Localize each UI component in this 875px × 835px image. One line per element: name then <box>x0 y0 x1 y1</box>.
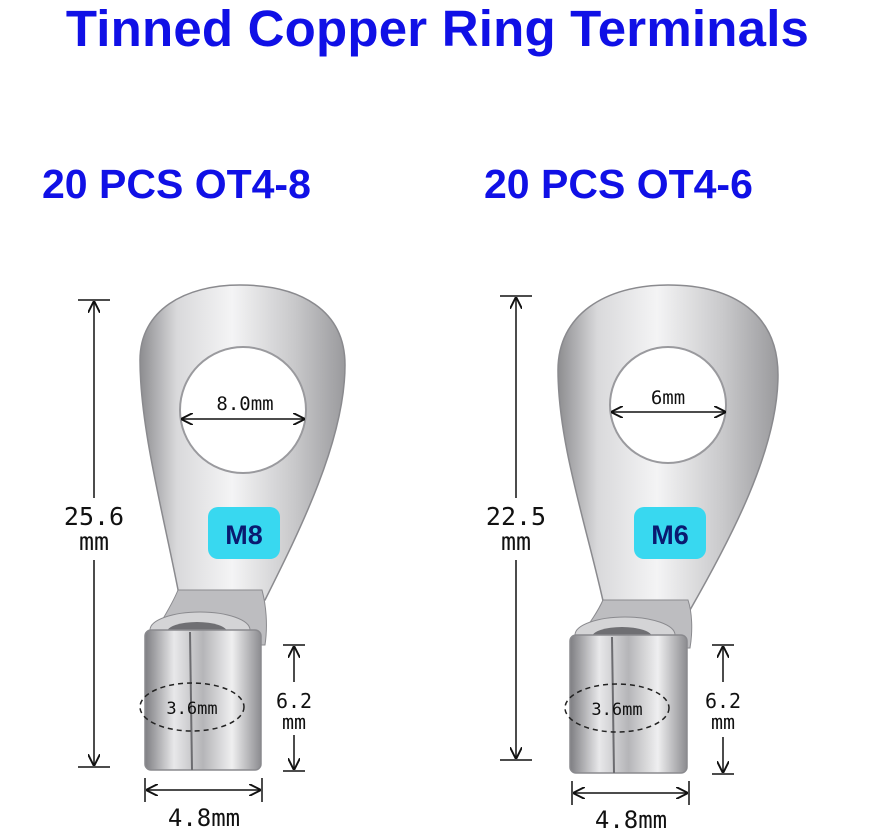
ring-hole-left <box>179 346 307 474</box>
length-value: 22.5 <box>486 502 546 531</box>
barrel-inner-marker <box>139 682 245 732</box>
size-badge-label: M8 <box>225 520 263 550</box>
size-badge-label: M6 <box>651 520 689 550</box>
hole-diameter-label: 6mm <box>651 387 685 409</box>
product-heading-ot4-6: 20 PCS OT4-6 <box>484 161 753 207</box>
barrel-length-value: 6.2 <box>705 689 741 713</box>
barrel-inner-label: 3.6mm <box>166 699 217 719</box>
ring-hole-right <box>609 346 727 464</box>
terminal-ot4-6: M6 6mm 22.5 mm 3.6mm 6.2 mm 4.8mm <box>486 284 779 834</box>
barrel-left <box>144 629 262 771</box>
barrel-width-label: 4.8mm <box>168 804 240 832</box>
product-heading-ot4-8: 20 PCS OT4-8 <box>42 161 311 207</box>
hole-diameter-label: 8.0mm <box>216 393 273 415</box>
size-badge-m8 <box>208 507 280 559</box>
barrel-length-unit: mm <box>282 710 306 734</box>
barrel-length-value: 6.2 <box>276 689 312 713</box>
barrel-inner-label: 3.6mm <box>591 700 642 720</box>
page-title: Tinned Copper Ring Terminals <box>65 0 810 57</box>
barrel-width-label: 4.8mm <box>595 806 667 834</box>
length-unit: mm <box>79 527 109 556</box>
barrel-length-unit: mm <box>711 710 735 734</box>
length-value: 25.6 <box>64 502 124 531</box>
length-unit: mm <box>501 527 531 556</box>
terminal-ot4-8: M8 8.0mm 25.6 mm 3.6mm 6.2 mm 4.8mm <box>64 284 346 832</box>
size-badge-m6 <box>634 507 706 559</box>
barrel-right <box>569 634 688 774</box>
barrel-inner-marker <box>564 683 670 733</box>
